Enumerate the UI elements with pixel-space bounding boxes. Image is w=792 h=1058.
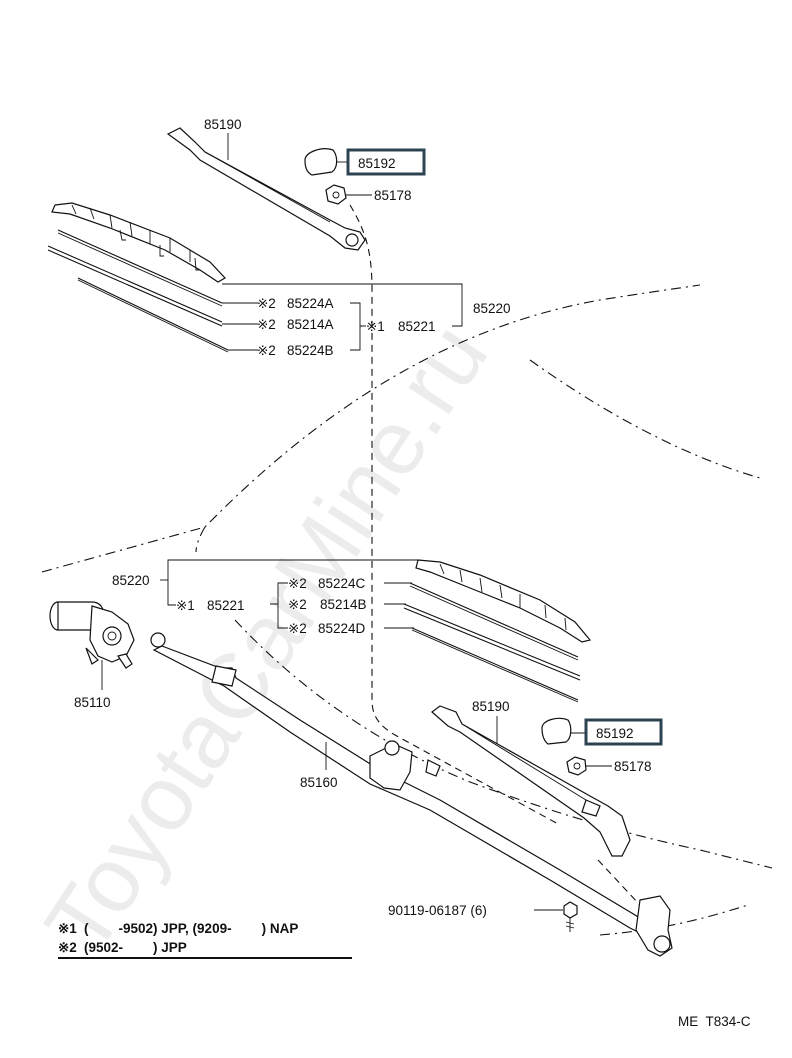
lower-cap-label: 85192 bbox=[596, 726, 634, 741]
upper-rubber-label: 85214A bbox=[287, 317, 334, 332]
upper-cap-label: 85192 bbox=[358, 156, 396, 171]
lower-bracket bbox=[270, 582, 288, 629]
lower-insert-d-label: 85224D bbox=[318, 621, 366, 636]
lower-cap-highlight-box bbox=[584, 718, 663, 746]
wiper-motor bbox=[49, 601, 135, 669]
note1-text: ( -9502) JPP, (9209- ) NAP bbox=[84, 921, 298, 936]
upper-rubber-mark: ※2 bbox=[257, 317, 276, 332]
lower-rubber-mark: ※2 bbox=[288, 597, 307, 612]
lower-arm-label: 85190 bbox=[472, 699, 510, 714]
lower-insert-c-label: 85224C bbox=[318, 576, 366, 591]
upper-blade-label: 85221 bbox=[398, 319, 436, 334]
upper-insert-b-label: 85224B bbox=[287, 343, 334, 358]
windshield-inner-line bbox=[195, 526, 206, 553]
upper-wiper-arm bbox=[166, 127, 366, 251]
link-label: 85160 bbox=[300, 775, 338, 790]
note2-text: (9502- ) JPP bbox=[84, 940, 187, 955]
guide-dashed-line bbox=[349, 204, 561, 826]
lower-blade-assy-label: 85220 bbox=[112, 573, 150, 588]
note2-mark: ※2 bbox=[58, 940, 77, 955]
upper-cap-part bbox=[304, 148, 338, 176]
lower-wiper-blade bbox=[415, 559, 592, 643]
windshield-lower-right bbox=[599, 904, 749, 936]
upper-bracket bbox=[350, 302, 366, 351]
mounting-bolt bbox=[563, 901, 578, 932]
lower-nut-part bbox=[566, 756, 587, 776]
upper-arm-label: 85190 bbox=[204, 117, 242, 132]
upper-insert-b-mark: ※2 bbox=[257, 343, 276, 358]
upper-insert-a-mark: ※2 bbox=[257, 296, 276, 311]
upper-blade-insert-a bbox=[57, 229, 223, 307]
guide-dashed-line-2 bbox=[597, 859, 641, 906]
lower-nut-label: 85178 bbox=[614, 759, 652, 774]
bolt-label: 90119-06187 (6) bbox=[388, 903, 487, 918]
lower-cap-part bbox=[541, 717, 572, 745]
motor-label: 85110 bbox=[74, 695, 111, 710]
upper-blade-rubber bbox=[47, 245, 223, 327]
upper-nut-label: 85178 bbox=[374, 188, 412, 203]
lower-blade-assy-leader bbox=[167, 559, 418, 606]
upper-blade-insert-b bbox=[77, 277, 229, 353]
lower-blade-label: 85221 bbox=[207, 598, 245, 613]
lower-blade-mark: ※1 bbox=[176, 598, 195, 613]
upper-nut-part bbox=[325, 184, 347, 205]
lower-insert-c-mark: ※2 bbox=[288, 576, 307, 591]
lower-blade-insert-d bbox=[411, 627, 579, 703]
lower-insert-d-mark: ※2 bbox=[288, 621, 307, 636]
upper-wiper-blade bbox=[51, 202, 226, 283]
note1-mark: ※1 bbox=[58, 921, 77, 936]
upper-blade-assy-leader bbox=[222, 283, 463, 327]
lower-blade-rubber bbox=[403, 603, 581, 681]
lower-wiper-arm bbox=[431, 705, 631, 857]
lower-blade-insert-c bbox=[409, 582, 579, 661]
hood-line-right bbox=[529, 359, 761, 479]
upper-blade-assy-label: 85220 bbox=[473, 301, 511, 316]
upper-cap-highlight-box bbox=[346, 148, 426, 176]
hood-line-lower bbox=[234, 619, 773, 869]
wiper-link bbox=[150, 632, 673, 957]
footer-code: ME T834-C bbox=[678, 1014, 751, 1029]
upper-blade-mark: ※1 bbox=[366, 319, 385, 334]
upper-insert-a-label: 85224A bbox=[287, 296, 334, 311]
lower-rubber-label: 85214B bbox=[320, 597, 367, 612]
